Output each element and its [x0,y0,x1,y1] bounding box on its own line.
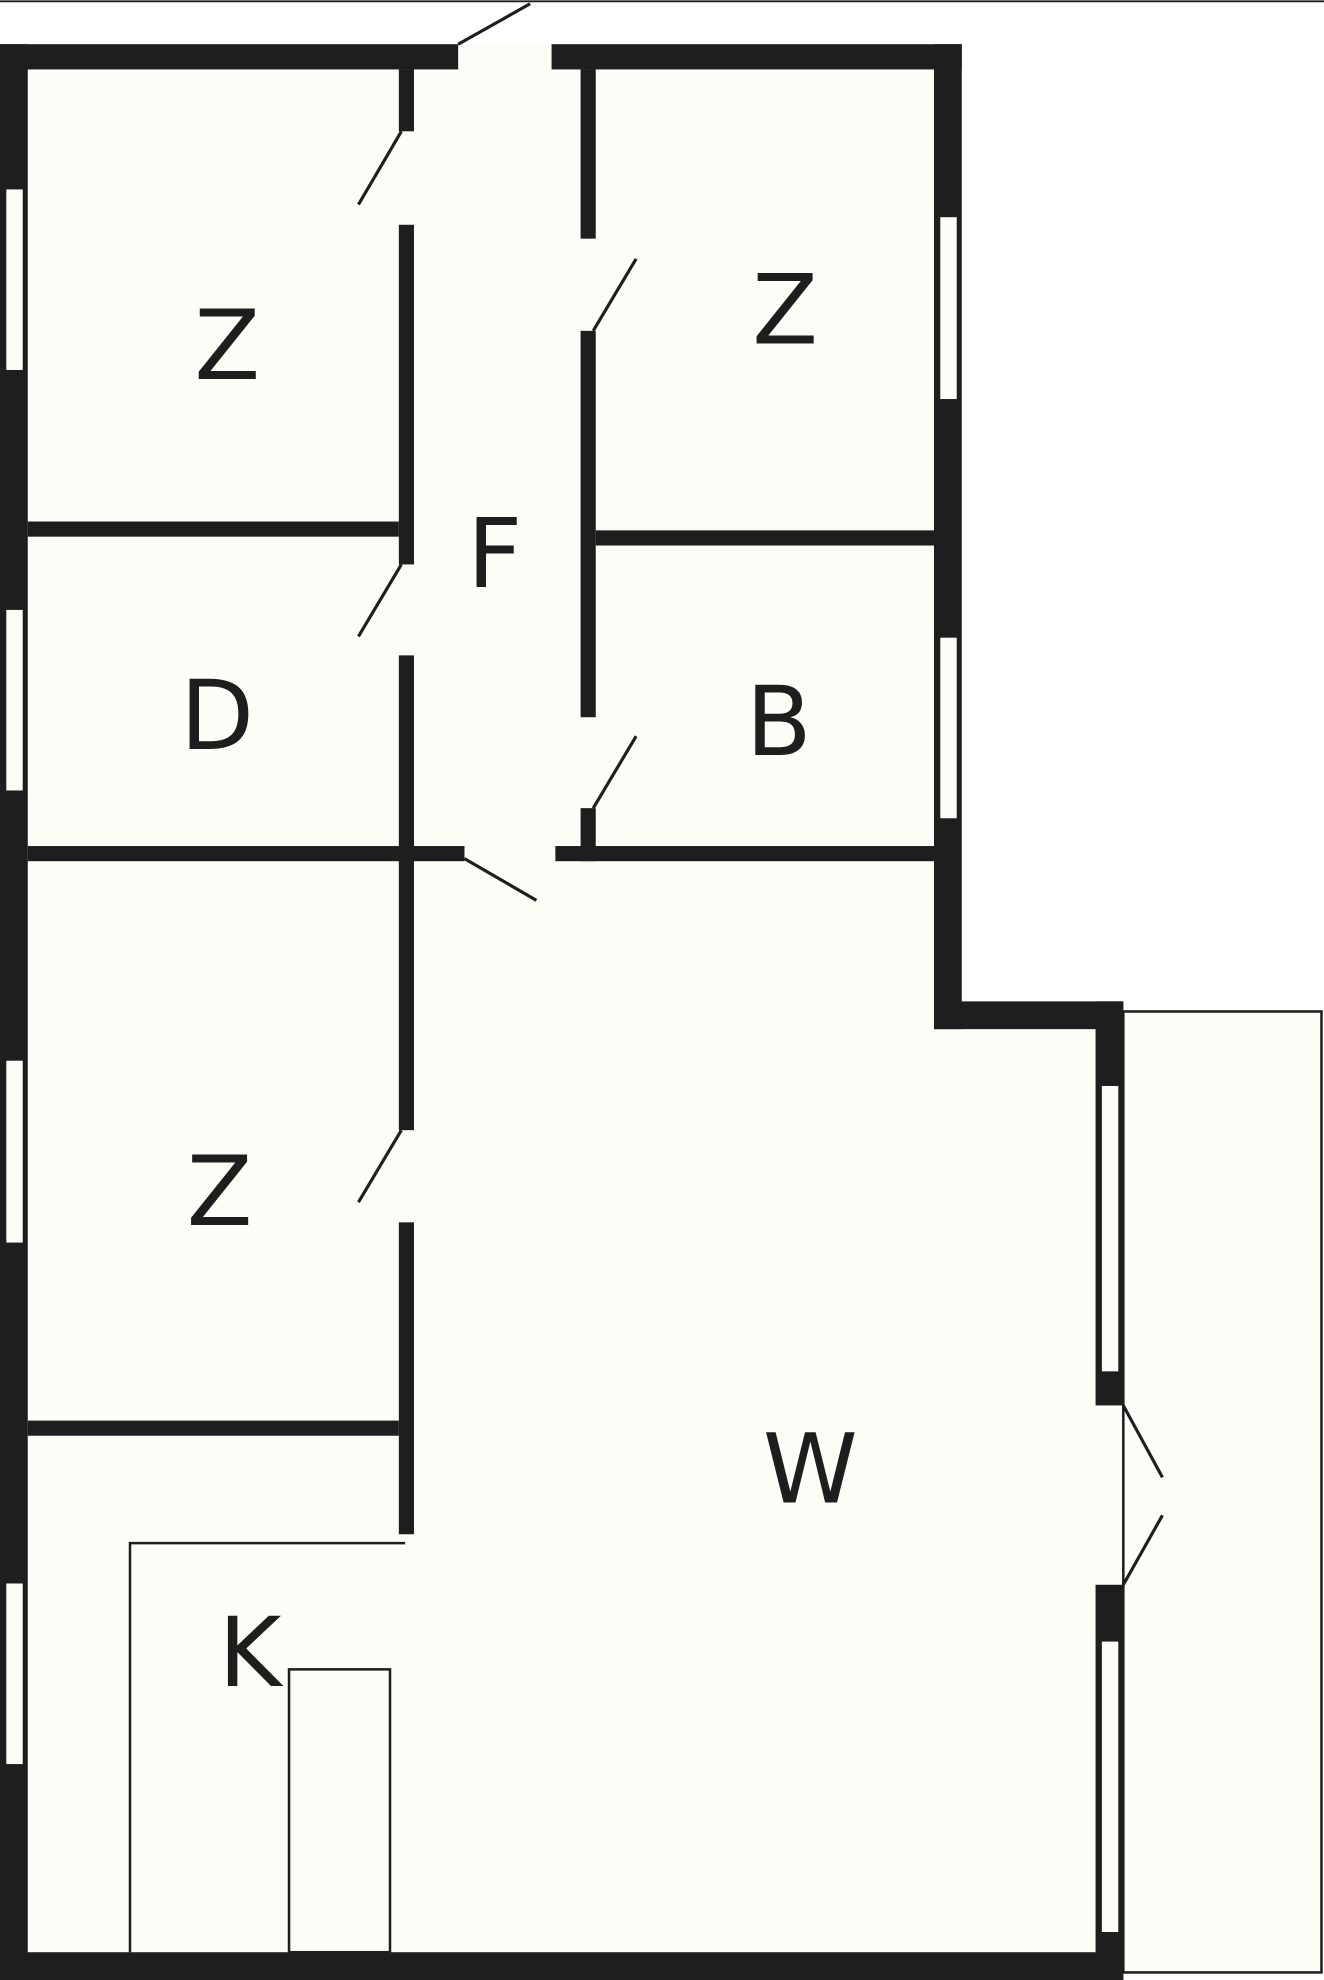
room-label-d: D [180,660,254,772]
room-label-f: F [467,498,522,610]
room-label-k: K [218,1597,283,1709]
kitchen-counters [128,1541,406,1954]
walls [0,44,1124,1980]
room-label-b: B [746,666,812,778]
room-label-z-top-right: Z [752,254,818,366]
balcony [1122,1010,1323,1974]
windows [6,189,1119,1933]
door-swings [357,2,1164,1586]
room-label-z-top-left: Z [194,290,260,402]
room-labels: Z Z F D B Z W K [180,254,858,1708]
room-label-z-bottom-left: Z [187,1136,253,1248]
room-label-w: W [763,1414,858,1526]
